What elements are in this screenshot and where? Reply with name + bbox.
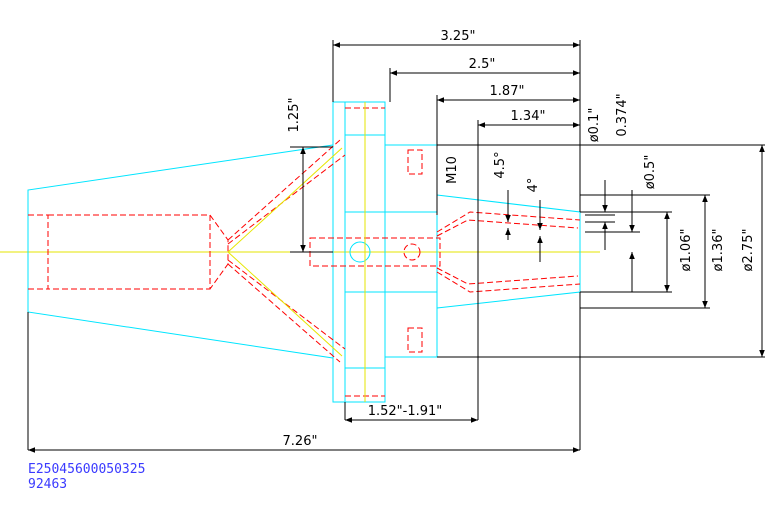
dim-1-34: 1.34" <box>511 109 546 124</box>
dia-1-36: ø1.36" <box>711 229 726 272</box>
dia-1-06: ø1.06" <box>679 229 694 272</box>
angle-4: 4° <box>526 178 541 193</box>
bore <box>47 214 211 290</box>
dim-1-25: 1.25" <box>287 98 302 133</box>
collet-pocket <box>436 211 581 233</box>
dia-2-75: ø2.75" <box>741 229 756 272</box>
part-number-line1: E25045600050325 <box>28 462 146 477</box>
tap-hole-bottom <box>407 327 423 353</box>
channel-centerlines <box>227 102 366 402</box>
dim-1-87: 1.87" <box>490 84 525 99</box>
drive-hole <box>349 241 371 263</box>
dia-0-1: ø0.1" <box>587 108 602 143</box>
dim-2-5: 2.5" <box>469 57 496 72</box>
angle-4-5: 4.5° <box>493 151 508 178</box>
part-number: E25045600050325 92463 <box>28 462 145 492</box>
dim-flange-range: 1.52"-1.91" <box>368 404 443 419</box>
tap-hole-top <box>407 149 423 175</box>
part-number-line2: 92463 <box>28 477 68 492</box>
thread-m10: M10 <box>445 156 460 184</box>
flange-right <box>384 144 438 358</box>
dia-0-5: ø0.5" <box>643 155 658 190</box>
dim-3-25: 3.25" <box>441 29 476 44</box>
extension-lines <box>27 40 765 450</box>
dim-7-26: 7.26" <box>283 434 318 449</box>
dim-0-374: 0.374" <box>615 93 630 136</box>
dimension-lines <box>28 42 765 453</box>
